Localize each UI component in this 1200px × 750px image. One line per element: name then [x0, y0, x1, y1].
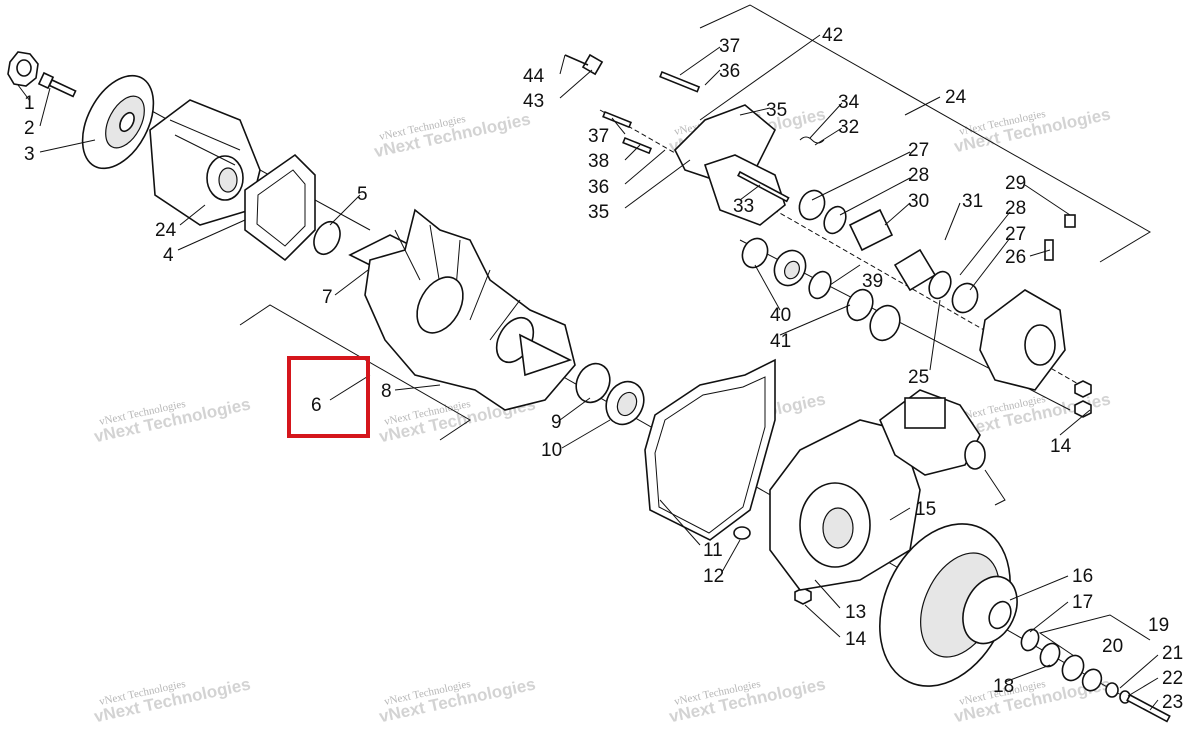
part-washer: [1039, 642, 1061, 668]
part-nut-small: [1074, 400, 1092, 418]
callout-17[interactable]: 17: [1072, 592, 1093, 613]
part-large-gasket: [644, 358, 776, 541]
callout-44[interactable]: 44: [523, 66, 545, 87]
part-washer: [1105, 682, 1119, 698]
part-dowel: [733, 526, 751, 540]
callout-42[interactable]: 42: [822, 25, 843, 46]
callout-1[interactable]: 1: [24, 93, 35, 114]
part-washer: [1061, 654, 1085, 682]
part-seal: [575, 362, 611, 404]
callout-36[interactable]: 36: [719, 61, 740, 82]
callout-labels: 1 2 3 4 5 6 7 8 9 10 11 12 13 14 14 15 1…: [24, 25, 1183, 713]
part-bolt-long: [1126, 693, 1171, 723]
part-oring: [313, 220, 341, 256]
part-bearing-set: [741, 237, 901, 342]
leader-lines: [17, 34, 1159, 711]
callout-13[interactable]: 13: [845, 602, 866, 623]
callout-27-right[interactable]: 27: [1005, 224, 1026, 245]
callout-29[interactable]: 29: [1005, 173, 1026, 194]
callout-30[interactable]: 30: [908, 191, 929, 212]
callout-12[interactable]: 12: [703, 566, 724, 587]
part-washer: [1020, 628, 1040, 652]
part-bolt: [37, 71, 77, 98]
part-brake-pads: [798, 189, 1076, 391]
callout-28[interactable]: 28: [908, 165, 929, 186]
part-pulley: [81, 74, 155, 170]
callout-8[interactable]: 8: [381, 381, 392, 402]
part-brake-bracket: [564, 53, 825, 226]
callout-35[interactable]: 35: [766, 100, 787, 121]
callout-24-top[interactable]: 24: [945, 87, 967, 108]
callout-25[interactable]: 25: [908, 367, 929, 388]
callout-24-left[interactable]: 24: [155, 220, 177, 241]
callout-28-right[interactable]: 28: [1005, 198, 1026, 219]
callout-21[interactable]: 21: [1162, 643, 1183, 664]
callout-41[interactable]: 41: [770, 331, 791, 352]
callout-5[interactable]: 5: [357, 184, 368, 205]
callout-34[interactable]: 34: [838, 92, 860, 113]
callout-3[interactable]: 3: [24, 144, 35, 165]
callout-9[interactable]: 9: [551, 412, 562, 433]
callout-7[interactable]: 7: [322, 287, 333, 308]
part-crankshaft: [348, 208, 576, 411]
part-nut-small: [794, 587, 812, 605]
callout-37[interactable]: 37: [719, 36, 740, 57]
callout-19[interactable]: 19: [1148, 615, 1169, 636]
callout-37-left[interactable]: 37: [588, 126, 609, 147]
part-driven-pulley: [879, 523, 1018, 687]
callout-20[interactable]: 20: [1102, 636, 1123, 657]
callout-27[interactable]: 27: [908, 140, 929, 161]
callout-4[interactable]: 4: [163, 245, 174, 266]
callout-2[interactable]: 2: [24, 118, 35, 139]
callout-14-right[interactable]: 14: [1050, 436, 1072, 457]
part-nut-small: [1074, 380, 1092, 398]
part-gasket: [244, 153, 316, 262]
part-washer: [1081, 668, 1103, 692]
callout-11[interactable]: 11: [703, 540, 723, 561]
part-bearing-inner: [616, 391, 638, 417]
callout-18[interactable]: 18: [993, 676, 1014, 697]
part-nut: [7, 51, 39, 87]
callout-32[interactable]: 32: [838, 117, 859, 138]
callout-15[interactable]: 15: [915, 499, 936, 520]
callout-35-left[interactable]: 35: [588, 202, 609, 223]
callout-36-left[interactable]: 36: [588, 177, 609, 198]
callout-16[interactable]: 16: [1072, 566, 1093, 587]
callout-22[interactable]: 22: [1162, 668, 1183, 689]
callout-10[interactable]: 10: [541, 440, 562, 461]
callout-26[interactable]: 26: [1005, 247, 1026, 268]
callout-43[interactable]: 43: [523, 91, 544, 112]
part-gearcase: [769, 389, 1006, 591]
callout-33[interactable]: 33: [733, 196, 754, 217]
part-housing-left: [149, 99, 261, 226]
callout-6[interactable]: 6: [311, 395, 322, 416]
callout-38[interactable]: 38: [588, 151, 609, 172]
highlight-box: [287, 356, 370, 438]
callout-23[interactable]: 23: [1162, 692, 1183, 713]
callout-31[interactable]: 31: [962, 191, 983, 212]
callout-39[interactable]: 39: [862, 271, 883, 292]
callout-14[interactable]: 14: [845, 629, 867, 650]
callout-40[interactable]: 40: [770, 305, 791, 326]
